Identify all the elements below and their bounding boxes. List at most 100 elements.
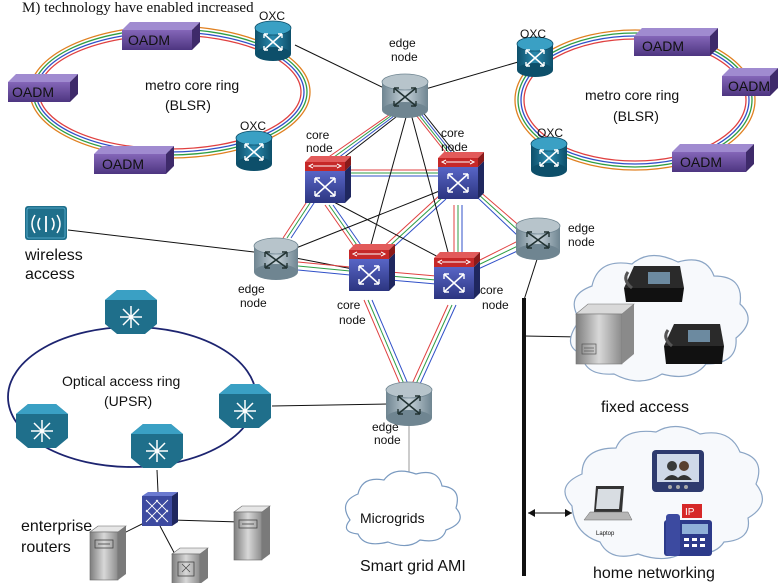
edge-nodes: edge node edge node edge node edge [238,36,595,447]
core-node-label-line1: core [337,298,361,312]
oxc-node [235,130,273,171]
optical-ring-label-line2: (UPSR) [104,393,152,409]
oxc-node [530,136,568,177]
oadm-label: OADM [102,156,144,172]
oxc-label: OXC [240,119,266,133]
metro-ring-right-label-line2: (BLSR) [613,108,659,124]
link-edge-top-oxc-right [421,59,526,91]
edge-node-router [381,73,429,118]
microgrids-cloud-icon [344,470,461,547]
tv-icon [652,450,704,492]
core-node-label-line2: node [441,140,468,154]
oadm-boxes: OADM OADM OADM OADM OADM [8,22,778,174]
oadm-box: OADM [672,144,754,172]
link-core-tr-edge-left [295,189,443,249]
core-node-switch [349,244,395,291]
link-wireless-edge [67,229,263,254]
oadm-label: OADM [12,84,54,100]
edge-node-router [253,237,299,280]
core-node-label-line2: node [339,313,366,327]
bundle-core-left-core-mid [324,204,364,249]
oxc-label: OXC [520,27,546,41]
bundle-core-core-top [345,169,440,177]
oadm-box: OADM [722,68,778,96]
optical-access-node-icon [219,384,271,428]
enterprise-switch-icon [142,492,178,526]
wireless-access-point-icon [25,206,67,240]
core-node-label-line1: core [306,128,330,142]
core-node-label-line2: node [306,141,333,155]
edge-node-router [515,217,561,260]
laptop-icon [583,486,633,521]
bundle-core-br-edge-bottom [411,304,457,385]
bundle-core-mid-edge-bottom [363,299,409,385]
core-nodes: core node core node core node [305,126,509,327]
enterprise-label-line1: enterprise [21,518,92,535]
link-oxc-edge-top-left [294,44,389,91]
edge-node-label-line1: edge [568,221,595,235]
oxc-label: OXC [259,9,285,23]
oxc-node [254,20,292,61]
optical-ring-label-line1: Optical access ring [62,373,180,389]
metro-ring-left-label-line1: metro core ring [145,77,239,93]
home-link-arrow [528,509,572,517]
phone-icon [624,266,684,302]
edge-node-label-line2: node [374,433,401,447]
edge-node-label-line2: node [240,296,267,310]
optical-access-node-icon [105,290,157,334]
link-edge-top-core-br [409,109,449,253]
core-node-switch [438,152,484,199]
core-node-label-line2: node [482,298,509,312]
edge-node-label-line1: edge [372,420,399,434]
oadm-label: OADM [642,38,684,54]
metro-ring-right-label-line1: metro core ring [585,87,679,103]
edge-node-label-line1: edge [238,282,265,296]
bundle-core-top-right-core-br [453,205,463,252]
bundle-core-left-edge-left [282,199,317,239]
oxc-node [516,36,554,77]
oxc-nodes: OXC OXC OXC OXC [235,9,568,177]
bundle-core-mid-core-br [389,271,437,285]
edge-node-label-line2: node [568,235,595,249]
core-node-label-line1: core [441,126,465,140]
header-text: M) technology have enabled increased [22,0,254,16]
enterprise-label-line2: routers [21,539,71,556]
smart-grid-label: Smart grid AMI [360,558,466,575]
oadm-box: OADM [122,22,200,50]
metro-ring-right [514,29,756,171]
link-core-left-core-br [329,199,445,261]
wireless-label-line1: wireless [24,247,83,264]
laptop-label: Laptop [596,531,615,537]
oxc-label: OXC [537,126,563,140]
server-icon [89,525,127,581]
core-node-switch [434,252,480,299]
fixed-access-bus [522,298,526,576]
edge-node-label-line2: node [391,50,418,64]
server-icon [233,505,271,561]
link-ring-switch [156,469,159,493]
access-ring-nodes [16,290,271,468]
bundle-edge-left-core-mid [297,261,351,276]
metro-ring-left-label-line2: (BLSR) [165,97,211,113]
link-edge-top-core-mid [369,109,409,249]
bundle-edge-top-core-right [411,109,460,159]
ip-phone-icon [664,514,712,556]
wireless-label-line2: access [25,266,75,283]
oadm-box: OADM [634,28,718,56]
home-networking-cloud-icon [564,425,763,560]
link-switch-server3 [171,519,241,523]
bundle-core-top-right-edge-right [477,189,523,237]
home-networking-label: home networking [593,565,715,582]
edge-node-router [385,381,433,426]
oadm-box: OADM [94,146,174,174]
server-icon [171,547,209,583]
microgrids-label: Microgrids [360,510,425,526]
ip-badge-icon: IP [682,504,702,518]
phone-icon [664,324,724,364]
core-node-label-line1: core [480,283,504,297]
fixed-access-server-icon [575,303,635,365]
edge-node-label-line1: edge [389,36,416,50]
oadm-box: OADM [8,74,78,102]
oadm-label: OADM [728,78,770,94]
